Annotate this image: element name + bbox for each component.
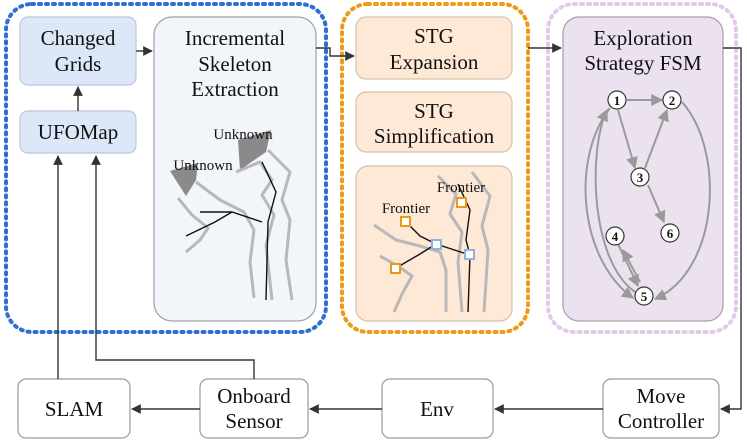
- frontier-label-left: Frontier: [382, 201, 430, 217]
- exploration-group-frame: [546, 2, 738, 334]
- graph-node: [431, 239, 442, 250]
- stg-expansion-line2: Expansion: [390, 50, 479, 74]
- fsm-state-3: 3: [630, 167, 650, 187]
- arrow-skeleton-to-stg: [316, 47, 355, 61]
- move-controller-box: Move Controller: [602, 378, 720, 439]
- env-box: Env: [381, 378, 494, 439]
- frontier-label-right: Frontier: [437, 180, 485, 196]
- move-controller-line2: Controller: [618, 409, 704, 433]
- svg-text:2: 2: [669, 93, 676, 108]
- onboard-sensor-line2: Sensor: [225, 409, 282, 433]
- flow-arrows: [53, 43, 742, 414]
- skeleton-line1: Incremental: [185, 26, 285, 50]
- move-controller-line1: Move: [637, 384, 686, 408]
- stg-group-frame: [340, 2, 530, 334]
- unknown-label-left: Unknown: [173, 158, 233, 174]
- frontier-node: [400, 216, 411, 227]
- onboard-sensor-line1: Onboard: [217, 384, 291, 408]
- skeleton-line3: Extraction: [191, 77, 279, 101]
- graph-node: [464, 249, 475, 260]
- fsm-line2: Strategy FSM: [584, 51, 702, 75]
- arrow-fsm-to-move-controller: [720, 47, 742, 414]
- skeleton-illustration: Unknown Unknown: [170, 127, 294, 301]
- ufomap-label: UFOMap: [38, 120, 119, 144]
- skeleton-line2: Skeleton: [198, 52, 272, 76]
- stg-simplification-line1: STG: [414, 99, 454, 123]
- frontier-node: [390, 263, 401, 274]
- fsm-edges: [584, 94, 711, 301]
- onboard-sensor-box: Onboard Sensor: [199, 378, 309, 439]
- stg-simplification-line2: Simplification: [374, 124, 495, 148]
- changed-grids-box: Changed Grids: [19, 16, 137, 86]
- svg-text:4: 4: [612, 229, 619, 244]
- arrow-sensor-to-ufomap: [91, 155, 255, 379]
- fsm-state-6: 6: [660, 223, 680, 243]
- fsm-line1: Exploration: [593, 26, 693, 50]
- env-label: Env: [420, 397, 454, 421]
- fsm-state-4: 4: [605, 226, 625, 246]
- changed-grids-line1: Changed: [41, 26, 116, 50]
- mapping-group-frame: [4, 2, 328, 334]
- changed-grids-line2: Grids: [55, 52, 102, 76]
- frontier-node: [456, 197, 467, 208]
- stg-illustration: Frontier Frontier: [355, 165, 513, 322]
- fsm-state-2: 2: [662, 90, 682, 110]
- fsm-state-5: 5: [634, 286, 654, 306]
- svg-text:3: 3: [637, 170, 644, 185]
- fsm-state-1: 1: [607, 90, 627, 110]
- unknown-region-top: [238, 130, 271, 170]
- stg-simplification-box: STG Simplification: [355, 91, 513, 153]
- ufomap-box: UFOMap: [19, 110, 137, 154]
- unknown-label-top: Unknown: [213, 127, 273, 143]
- svg-text:6: 6: [667, 226, 674, 241]
- stg-expansion-line1: STG: [414, 24, 454, 48]
- stg-expansion-box: STG Expansion: [355, 16, 513, 80]
- svg-text:5: 5: [641, 289, 648, 304]
- slam-box: SLAM: [17, 378, 131, 439]
- slam-label: SLAM: [45, 397, 104, 421]
- svg-text:1: 1: [614, 93, 621, 108]
- unknown-region-left: [170, 163, 198, 196]
